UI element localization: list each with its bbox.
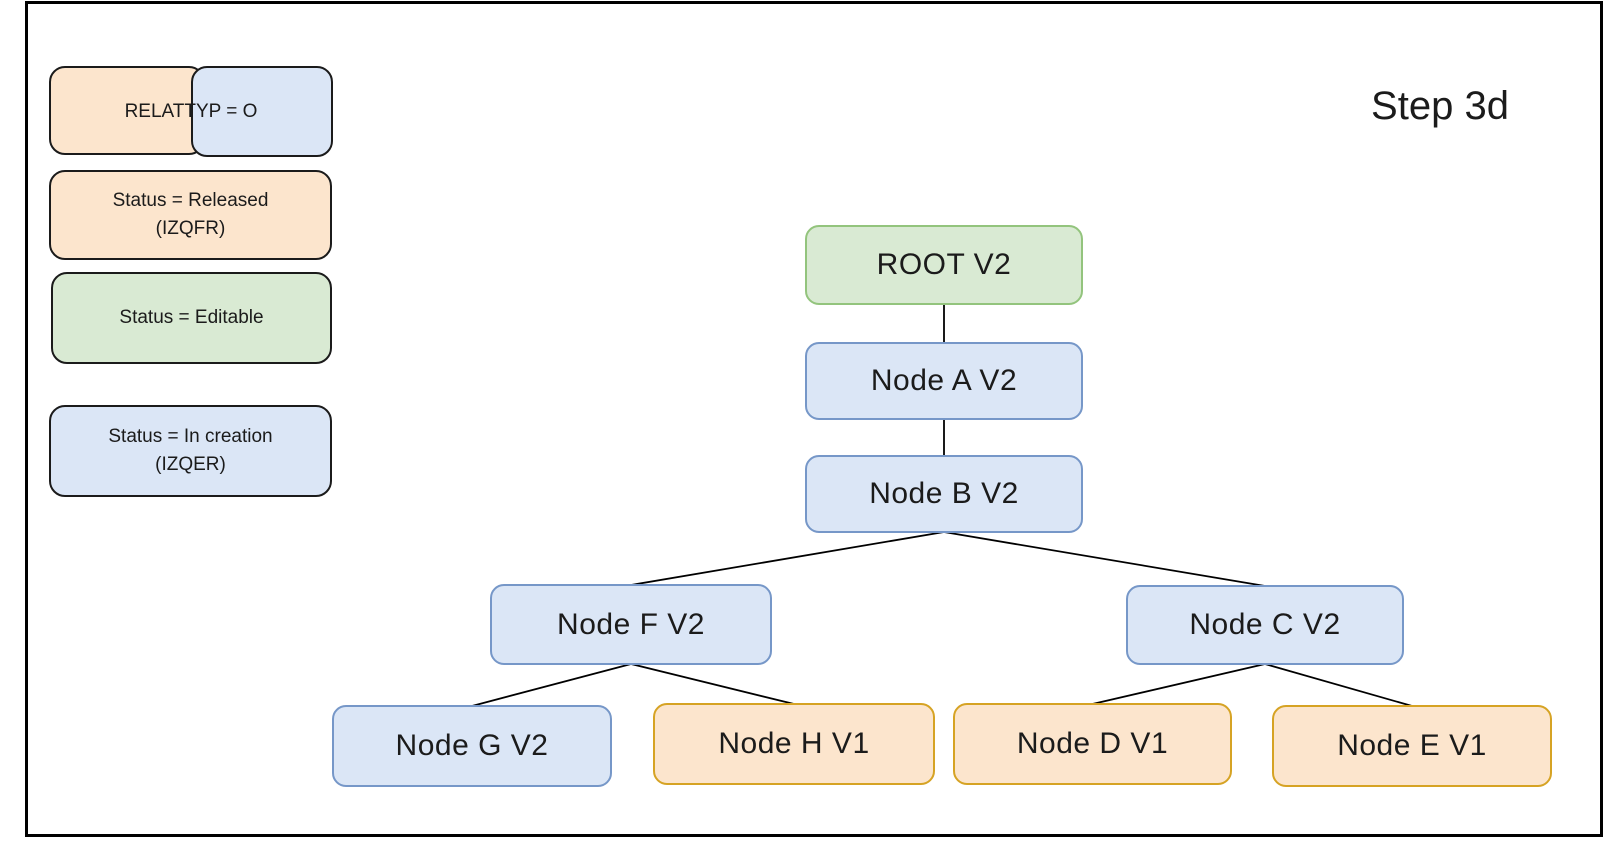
legend-released-line1: Status = Released: [112, 190, 269, 211]
node-g-v2: Node G V2: [332, 705, 612, 787]
step-label: Step 3d: [1371, 84, 1509, 128]
legend-status-released: Status = Released (IZQFR): [49, 170, 332, 260]
slide-frame: [25, 1, 1603, 837]
node-a-v2: Node A V2: [805, 342, 1083, 420]
node-root-v2: ROOT V2: [805, 225, 1083, 305]
legend-in-creation-line2: (IZQER): [155, 454, 226, 475]
legend-released-line2: (IZQFR): [155, 218, 226, 239]
node-d-v1: Node D V1: [953, 703, 1232, 785]
legend-in-creation-line1: Status = In creation: [108, 426, 273, 447]
legend-status-in-creation: Status = In creation (IZQER): [49, 405, 332, 497]
node-f-v2: Node F V2: [490, 584, 772, 665]
legend-relattyp-blue-swatch: [191, 66, 333, 157]
node-h-v1: Node H V1: [653, 703, 935, 785]
node-e-v1: Node E V1: [1272, 705, 1552, 787]
node-b-v2: Node B V2: [805, 455, 1083, 533]
legend-editable-line1: Status = Editable: [119, 307, 264, 328]
legend-relattyp-label: RELATTYP = O: [124, 100, 258, 122]
legend-relattyp-orange-swatch: [49, 66, 205, 155]
node-c-v2: Node C V2: [1126, 585, 1404, 665]
legend-status-editable: Status = Editable: [51, 272, 332, 364]
